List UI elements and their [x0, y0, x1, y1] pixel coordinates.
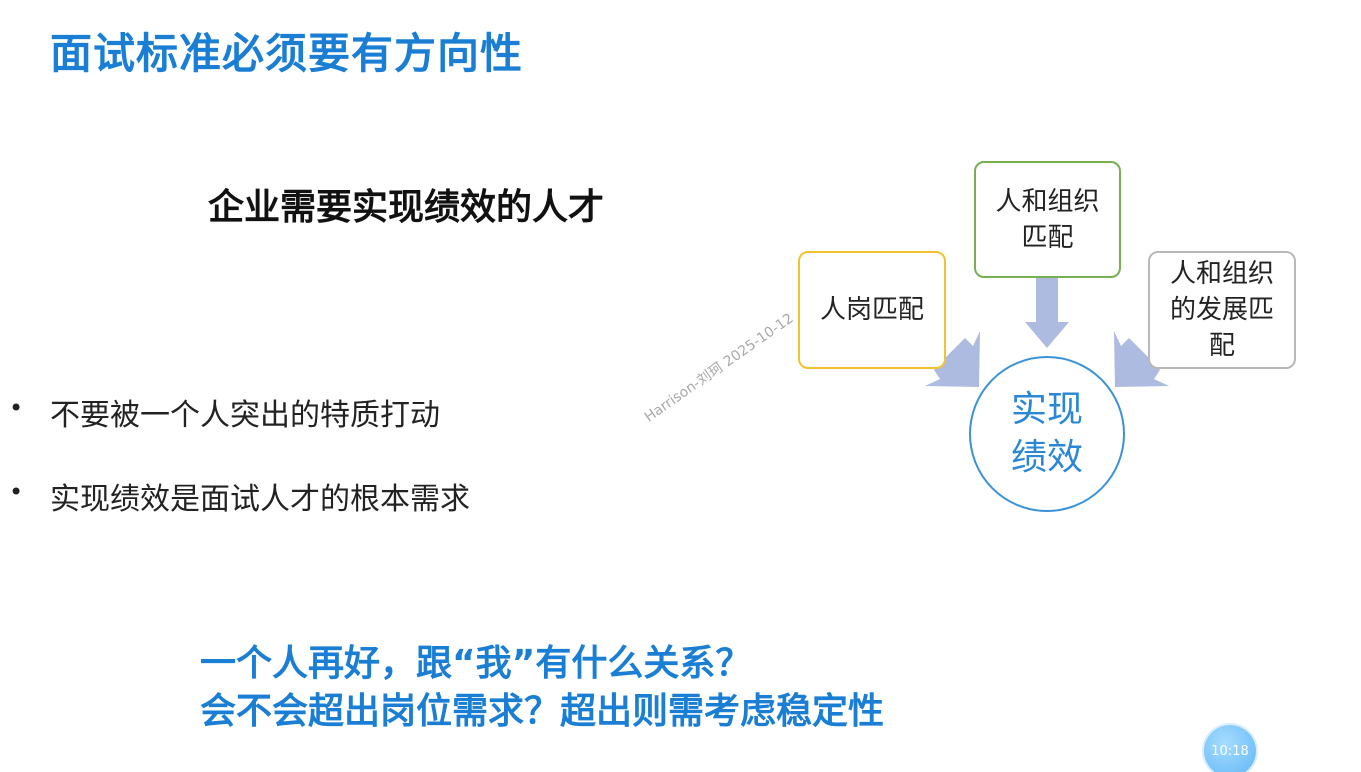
org-fit-box: 人和组织 匹配: [974, 161, 1121, 278]
timer-badge[interactable]: 10:18: [1204, 725, 1256, 772]
performance-label-line: 实现: [1010, 389, 1083, 430]
bullet-text: 实现绩效是面试人才的根本需求: [50, 482, 470, 517]
slide-title: 面试标准必须要有方向性: [50, 29, 524, 78]
job-fit-label: 人岗匹配: [819, 295, 924, 325]
performance-label-line: 绩效: [1010, 437, 1083, 478]
slide-subtitle: 企业需要实现绩效的人才: [208, 187, 605, 228]
performance-circle: 实现 绩效: [969, 356, 1125, 512]
bullet-dot-icon: •: [9, 478, 24, 506]
job-fit-box: 人岗匹配: [798, 251, 946, 369]
conclusion-line-1: 一个人再好，跟“我”有什么关系？: [200, 643, 752, 684]
bullet-dot-icon: •: [9, 394, 24, 422]
org-fit-label-line: 匹配: [1021, 222, 1074, 253]
dev-fit-label-line: 的发展匹: [1169, 295, 1274, 325]
org-fit-label-line: 人和组织: [995, 186, 1100, 217]
dev-fit-box: 人和组织 的发展匹 配: [1148, 251, 1296, 369]
dev-fit-label-line: 人和组织: [1169, 259, 1274, 289]
dev-fit-label-line: 配: [1208, 331, 1235, 361]
conclusion-text: 一个人再好，跟“我”有什么关系？ 会不会超出岗位需求？超出则需考虑稳定性: [200, 640, 884, 736]
bullet-text: 不要被一个人突出的特质打动: [50, 398, 440, 433]
watermark: Harrison-刘珂 2025-10-12: [641, 310, 797, 426]
arrow-down-icon: [1025, 278, 1069, 348]
conclusion-line-2: 会不会超出岗位需求？超出则需考虑稳定性: [200, 691, 885, 732]
